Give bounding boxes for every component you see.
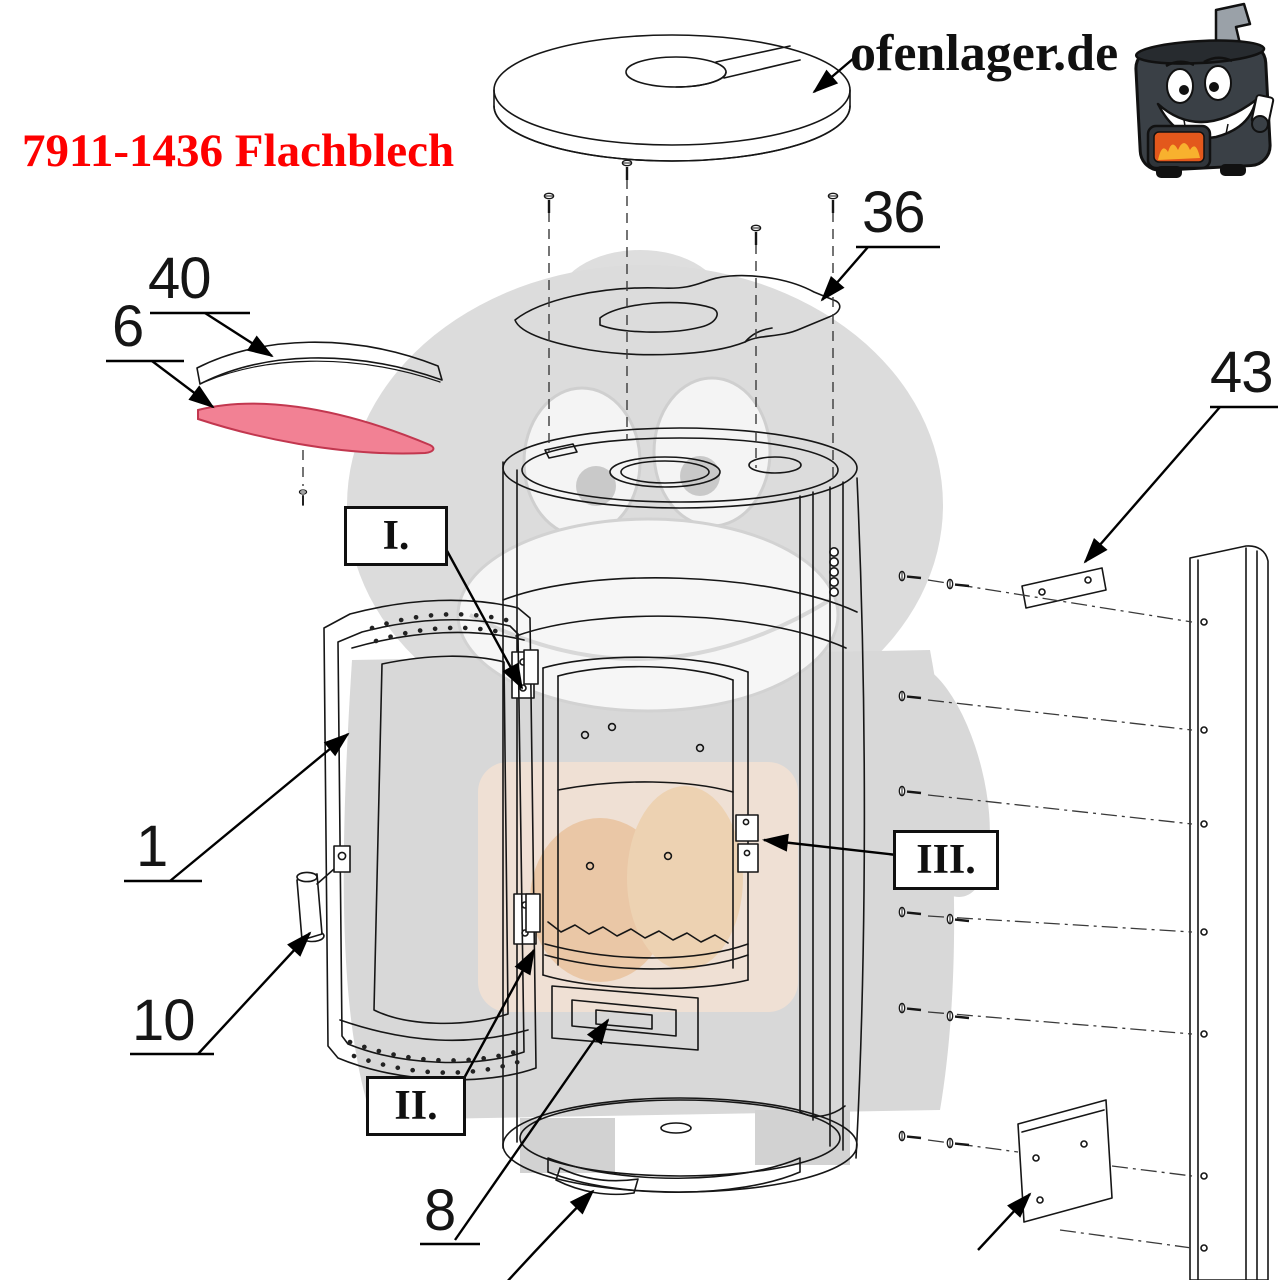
- stove-body: [502, 427, 866, 1196]
- callout-8: 8: [424, 1178, 456, 1243]
- section-label-II: II.: [366, 1076, 466, 1136]
- callout-43: 43: [1210, 340, 1274, 405]
- rear-small-panel: [1017, 1099, 1113, 1223]
- callout-6: 6: [112, 294, 144, 359]
- callout-leaders: [106, 57, 1278, 1280]
- door-handle: [296, 845, 351, 943]
- callout-40: 40: [148, 246, 212, 311]
- logo-mascot: [1134, 2, 1275, 178]
- brand-logo-text: ofenlager.de: [850, 25, 1119, 82]
- page-title: 7911-1436 Flachblech: [22, 125, 455, 177]
- callout-1: 1: [136, 814, 168, 879]
- watermark-mascot: [343, 250, 990, 1173]
- door-assembly: [296, 599, 541, 1081]
- part-6-flachblech-highlight: [197, 402, 435, 455]
- section-label-I: I.: [344, 506, 448, 566]
- callout-36: 36: [862, 180, 926, 245]
- section-label-III: III.: [893, 830, 999, 890]
- screw-axes-vertical: [302, 179, 834, 486]
- callout-10: 10: [132, 988, 196, 1053]
- assembly-axes: [927, 579, 1193, 1249]
- top-plate: [493, 34, 851, 162]
- spring-coil: [828, 546, 839, 597]
- side-panel: [1189, 545, 1269, 1280]
